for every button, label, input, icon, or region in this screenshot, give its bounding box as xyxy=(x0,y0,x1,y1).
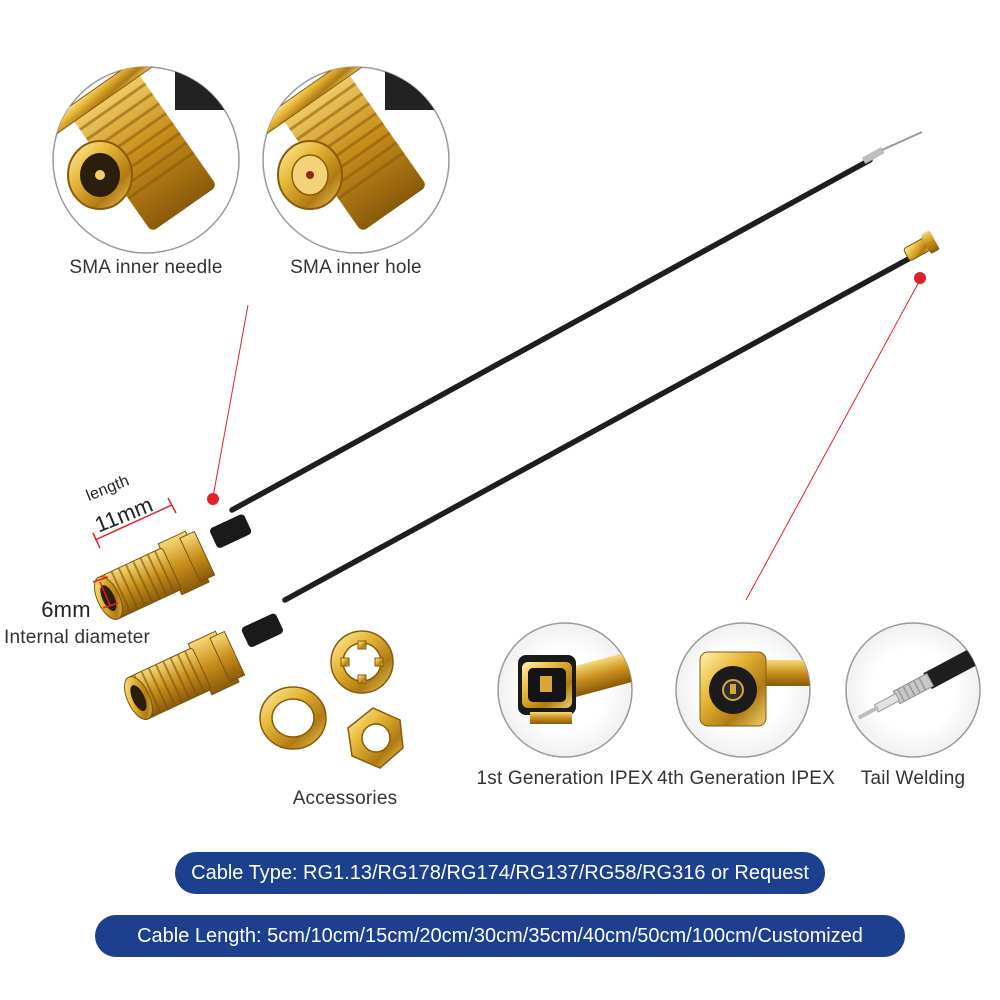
accessories-label: Accessories xyxy=(292,788,398,809)
sma-inner-needle-callout xyxy=(52,66,240,254)
sma-inner-hole-callout xyxy=(262,66,450,254)
gen4-ipex-label: 4th Generation IPEX xyxy=(656,768,836,789)
gen1-ipex-callout xyxy=(497,622,633,758)
pointer-line-ipex xyxy=(745,272,926,601)
cable-length-pill: Cable Length: 5cm/10cm/15cm/20cm/30cm/35… xyxy=(95,915,905,957)
tail-welding-label: Tail Welding xyxy=(860,768,966,789)
tail-welding-callout xyxy=(845,622,981,758)
gen4-ipex-callout xyxy=(675,622,811,758)
sma-inner-needle-label: SMA inner needle xyxy=(69,257,223,278)
diameter-dimension-marker xyxy=(92,576,119,609)
diameter-label: Internal diameter xyxy=(4,627,150,648)
length-dimension-marker xyxy=(92,497,177,549)
sma-connector-lower xyxy=(124,613,283,720)
accessory-flat-washer xyxy=(259,686,327,750)
sma-connector-upper xyxy=(94,514,252,620)
pointer-line-sma xyxy=(207,304,249,505)
gen1-ipex-label: 1st Generation IPEX xyxy=(476,768,654,789)
cable-lower xyxy=(282,230,940,603)
accessory-toothed-washer xyxy=(330,630,394,694)
diameter-value-label: 6mm xyxy=(41,597,91,622)
cable-type-pill: Cable Type: RG1.13/RG178/RG174/RG137/RG5… xyxy=(175,852,825,894)
accessory-hex-nut xyxy=(347,707,404,769)
sma-inner-hole-label: SMA inner hole xyxy=(290,257,422,278)
cable-upper xyxy=(229,131,923,513)
